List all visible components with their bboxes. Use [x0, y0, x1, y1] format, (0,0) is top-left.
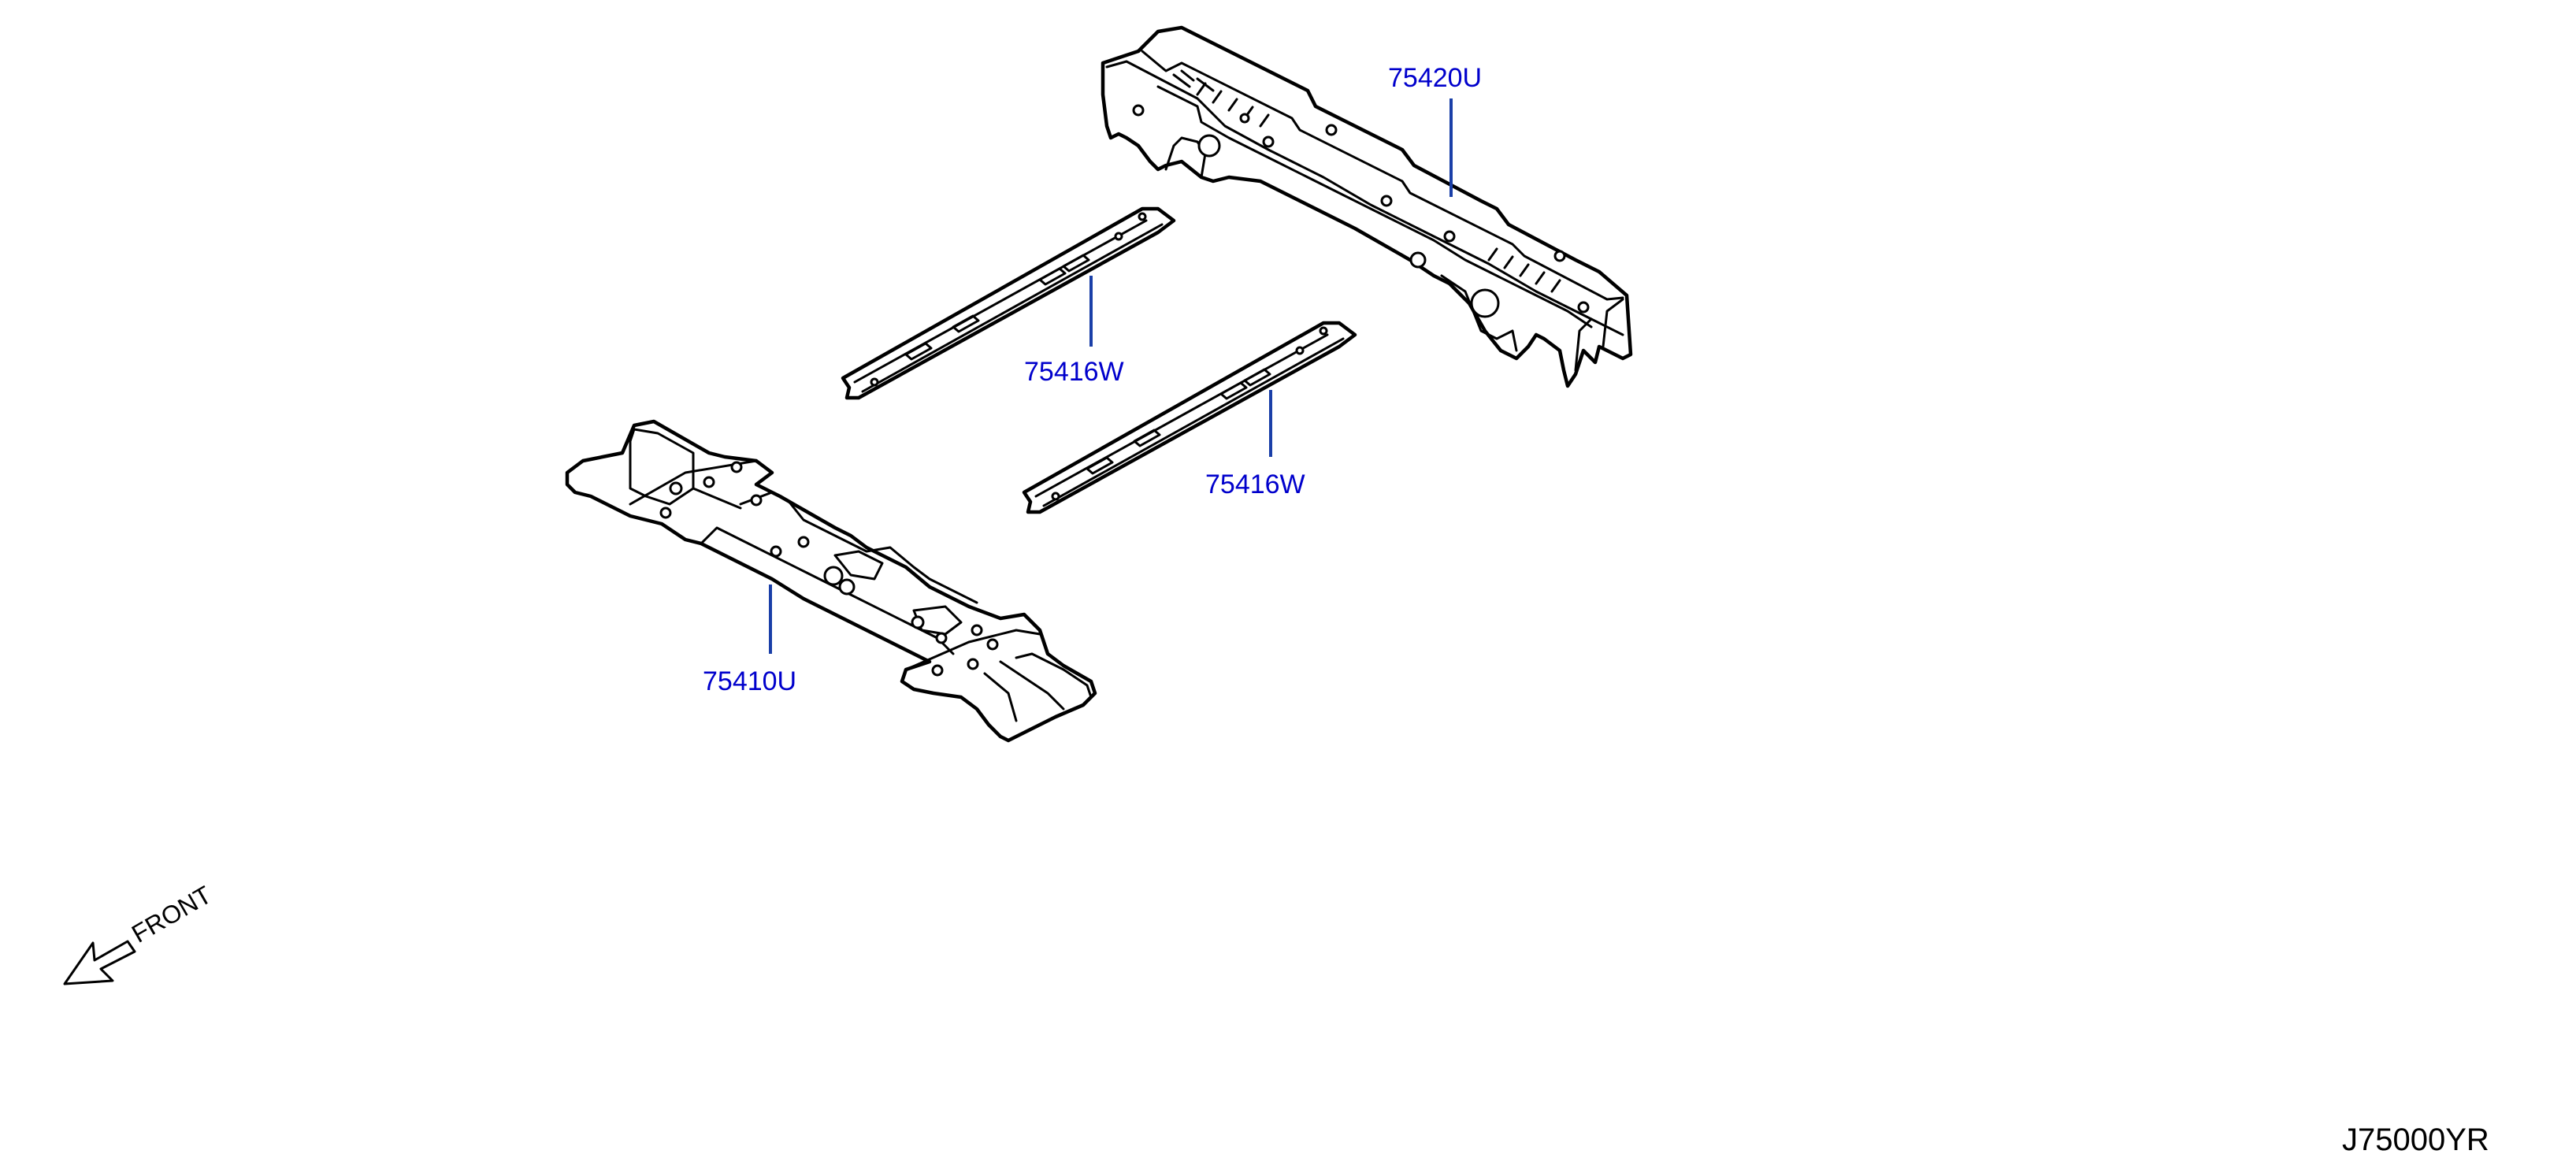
- seat-rail-lower-drawing: [1022, 321, 1357, 514]
- callout-75416W-upper[interactable]: 75416W: [1024, 357, 1124, 387]
- callout-75420U[interactable]: 75420U: [1388, 63, 1483, 93]
- rear-crossmember-drawing: [1101, 25, 1633, 388]
- front-crossmember-drawing: [565, 419, 1097, 743]
- callout-75416W-lower[interactable]: 75416W: [1205, 469, 1305, 499]
- callout-75410U[interactable]: 75410U: [703, 666, 797, 696]
- front-arrow-icon: [63, 940, 136, 985]
- diagram-code: J75000YR: [2342, 1123, 2489, 1157]
- seat-rail-upper-drawing: [841, 206, 1176, 400]
